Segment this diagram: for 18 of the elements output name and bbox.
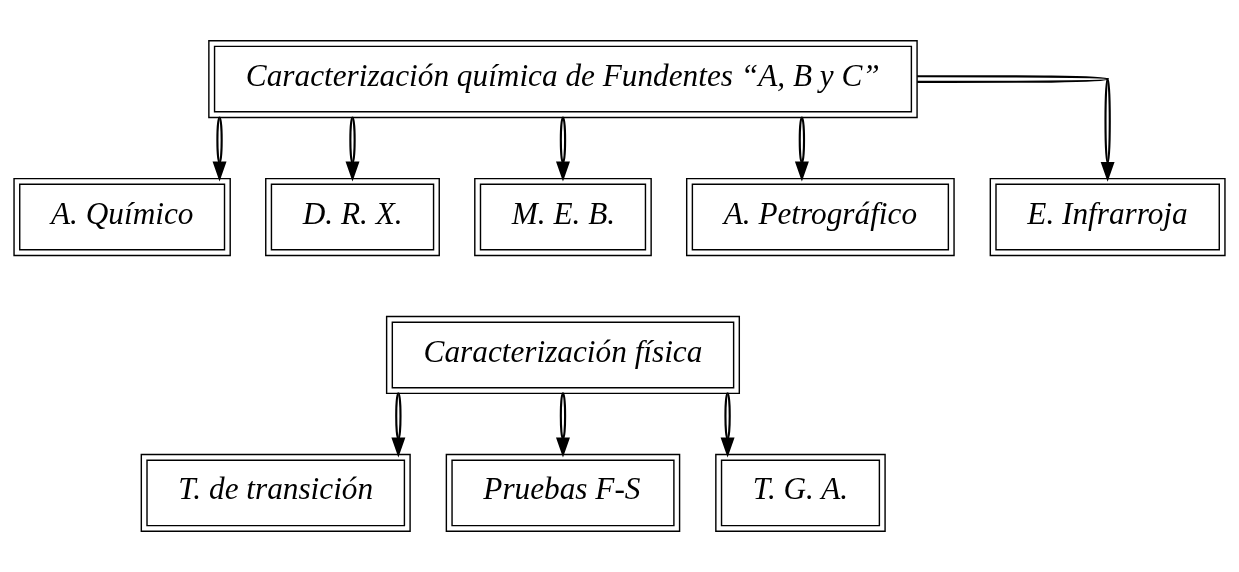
arrow [917,75,1115,182]
node-box: D. R. X. [265,177,440,257]
arrow [212,117,227,182]
node-box: E. Infrarroja [989,177,1226,257]
node-box: M. E. B. [474,177,652,257]
arrow [720,393,735,458]
node-box: T. G. A. [715,453,886,532]
node-box: Caracterización física [385,315,740,395]
arrow [556,393,570,458]
arrow [391,393,406,458]
node-box: A. Petrográfico [686,177,955,257]
arrow [556,117,570,182]
node-box: A. Químico [13,177,231,257]
node-box: Pruebas F-S [445,453,681,532]
node-box: T. de transición [140,453,411,532]
node-box: Caracterización química de Fundentes “A, B y C” [208,40,918,119]
arrow [794,117,809,182]
arrow [345,117,360,182]
